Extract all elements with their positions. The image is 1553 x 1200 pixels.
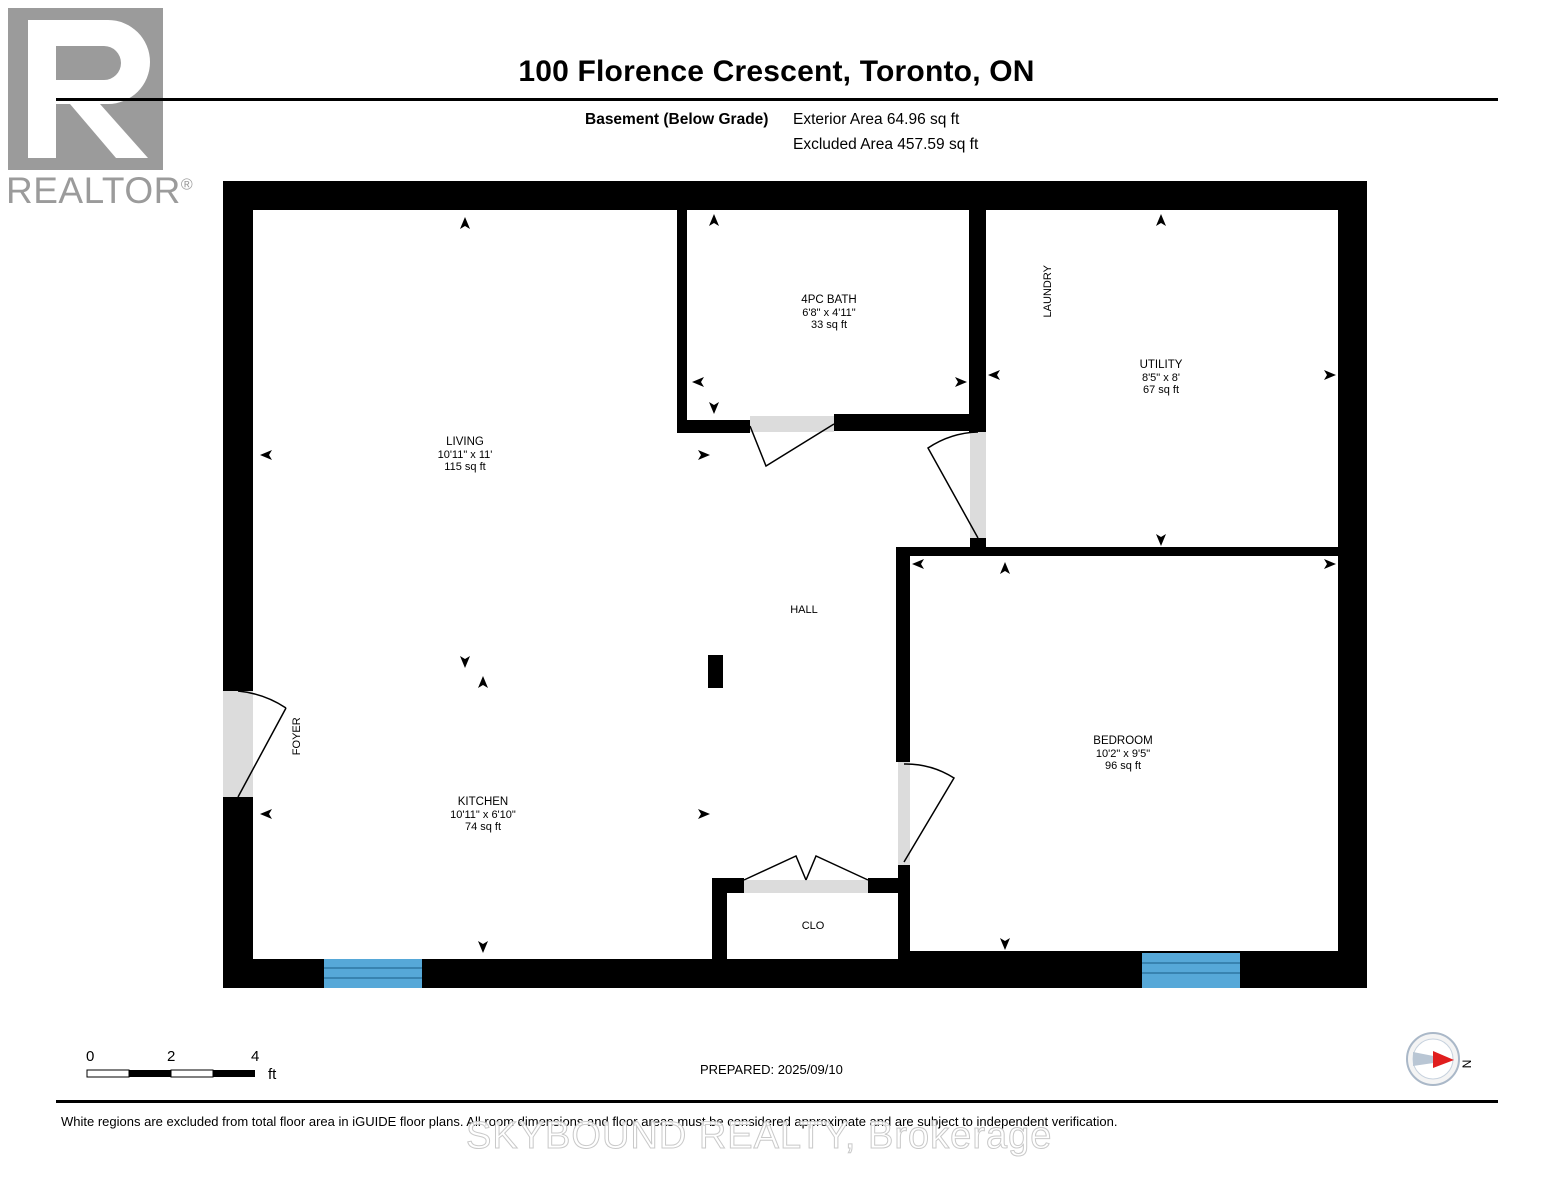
structural-column [708, 655, 723, 688]
room-name: KITCHEN [457, 796, 509, 808]
page-title: 100 Florence Crescent, Toronto, ON [518, 55, 1035, 88]
scale-bar [86, 1069, 255, 1078]
bath-door-opening [750, 416, 834, 432]
exterior-wall-right [1338, 181, 1367, 988]
compass-north-label: N [1459, 1059, 1474, 1069]
room-area: 67 sq ft [1142, 384, 1180, 396]
foyer-door-arc [237, 690, 287, 709]
header-rule [56, 98, 1498, 101]
scale-unit: ft [268, 1066, 277, 1083]
room-name: LIVING [446, 436, 484, 448]
excluded-area: Excluded Area 457.59 sq ft [793, 136, 979, 153]
utility-door-opening [970, 432, 986, 538]
foyer-door-opening [223, 691, 253, 797]
bath-wall-left [677, 210, 687, 433]
realtor-logo-mark [8, 8, 163, 170]
bedroom-wall-bottom [908, 951, 1338, 959]
dimension-markers [260, 214, 1336, 953]
room-area: 96 sq ft [1104, 760, 1142, 772]
room-foyer: FOYER [290, 717, 303, 756]
bedroom-door-opening [898, 762, 910, 865]
brokerage-watermark: SKYBOUND REALTY, Brokerage [465, 1115, 1053, 1158]
logo-word: REALTOR [6, 170, 181, 211]
closet-door-opening [744, 880, 868, 893]
room-dims: 8'5" x 8' [1141, 371, 1181, 384]
bedroom-wall-left-lower [898, 865, 910, 959]
room-utility: UTILITY 8'5" x 8' 67 sq ft [1101, 359, 1221, 397]
compass-icon [1406, 1032, 1460, 1086]
room-area: 33 sq ft [810, 319, 848, 331]
room-kitchen: KITCHEN 10'11" x 6'10" 74 sq ft [423, 796, 543, 834]
closet-door-swing-right [805, 854, 869, 881]
bath-wall-bottom-right [834, 414, 986, 431]
footer-rule [56, 1100, 1498, 1103]
exterior-area: Exterior Area 64.96 sq ft [793, 111, 960, 128]
room-bedroom: BEDROOM 10'2" x 9'5" 96 sq ft [1063, 735, 1183, 773]
room-name: BEDROOM [1093, 735, 1153, 747]
room-laundry: LAUNDRY [1041, 265, 1054, 318]
room-dims: 10'2" x 9'5" [1095, 747, 1151, 760]
room-bath: 4PC BATH 6'8" x 4'11" 33 sq ft [769, 294, 889, 332]
room-hall: HALL [790, 604, 818, 616]
realtor-r-icon [28, 20, 150, 158]
window-kitchen [324, 959, 422, 988]
room-dims: 10'11" x 11' [437, 448, 493, 461]
exterior-wall-left-lower [223, 797, 253, 988]
exterior-wall-left-upper [223, 181, 253, 691]
room-area: 115 sq ft [444, 461, 486, 473]
bath-utility-wall [969, 210, 986, 432]
room-name: UTILITY [1139, 359, 1183, 371]
scale-tick-0: 0 [86, 1048, 95, 1065]
registered-mark: ® [180, 176, 194, 194]
scale-tick-2: 2 [167, 1048, 176, 1065]
prepared-date: PREPARED: 2025/09/10 [700, 1062, 843, 1077]
level-label: Basement (Below Grade) [585, 111, 769, 128]
bath-wall-bottom-left [677, 420, 750, 433]
utility-door-swing [927, 431, 979, 539]
closet-wall-left [712, 878, 727, 959]
bedroom-wall-left-upper [896, 547, 910, 762]
closet-door-swing-left [743, 854, 807, 881]
room-living: LIVING 10'11" x 11' 115 sq ft [405, 436, 525, 474]
room-dims: 10'11" x 6'10" [450, 808, 516, 821]
room-dims: 6'8" x 4'11" [802, 306, 856, 319]
room-closet: CLO [801, 920, 825, 932]
bedroom-wall-top [896, 547, 1338, 556]
disclaimer: White regions are excluded from total fl… [61, 1114, 1118, 1129]
realtor-logo-wordmark: REALTOR® [6, 170, 193, 212]
exterior-wall-top [223, 181, 1367, 210]
bedroom-door-swing [903, 763, 956, 863]
foyer-door-leaf [237, 707, 287, 798]
room-name: 4PC BATH [801, 294, 857, 306]
bath-door-swing [749, 423, 835, 468]
room-area: 74 sq ft [464, 821, 502, 833]
closet-wall-top-right [868, 878, 900, 893]
window-bedroom [1142, 953, 1240, 988]
scale-tick-4: 4 [251, 1048, 260, 1065]
